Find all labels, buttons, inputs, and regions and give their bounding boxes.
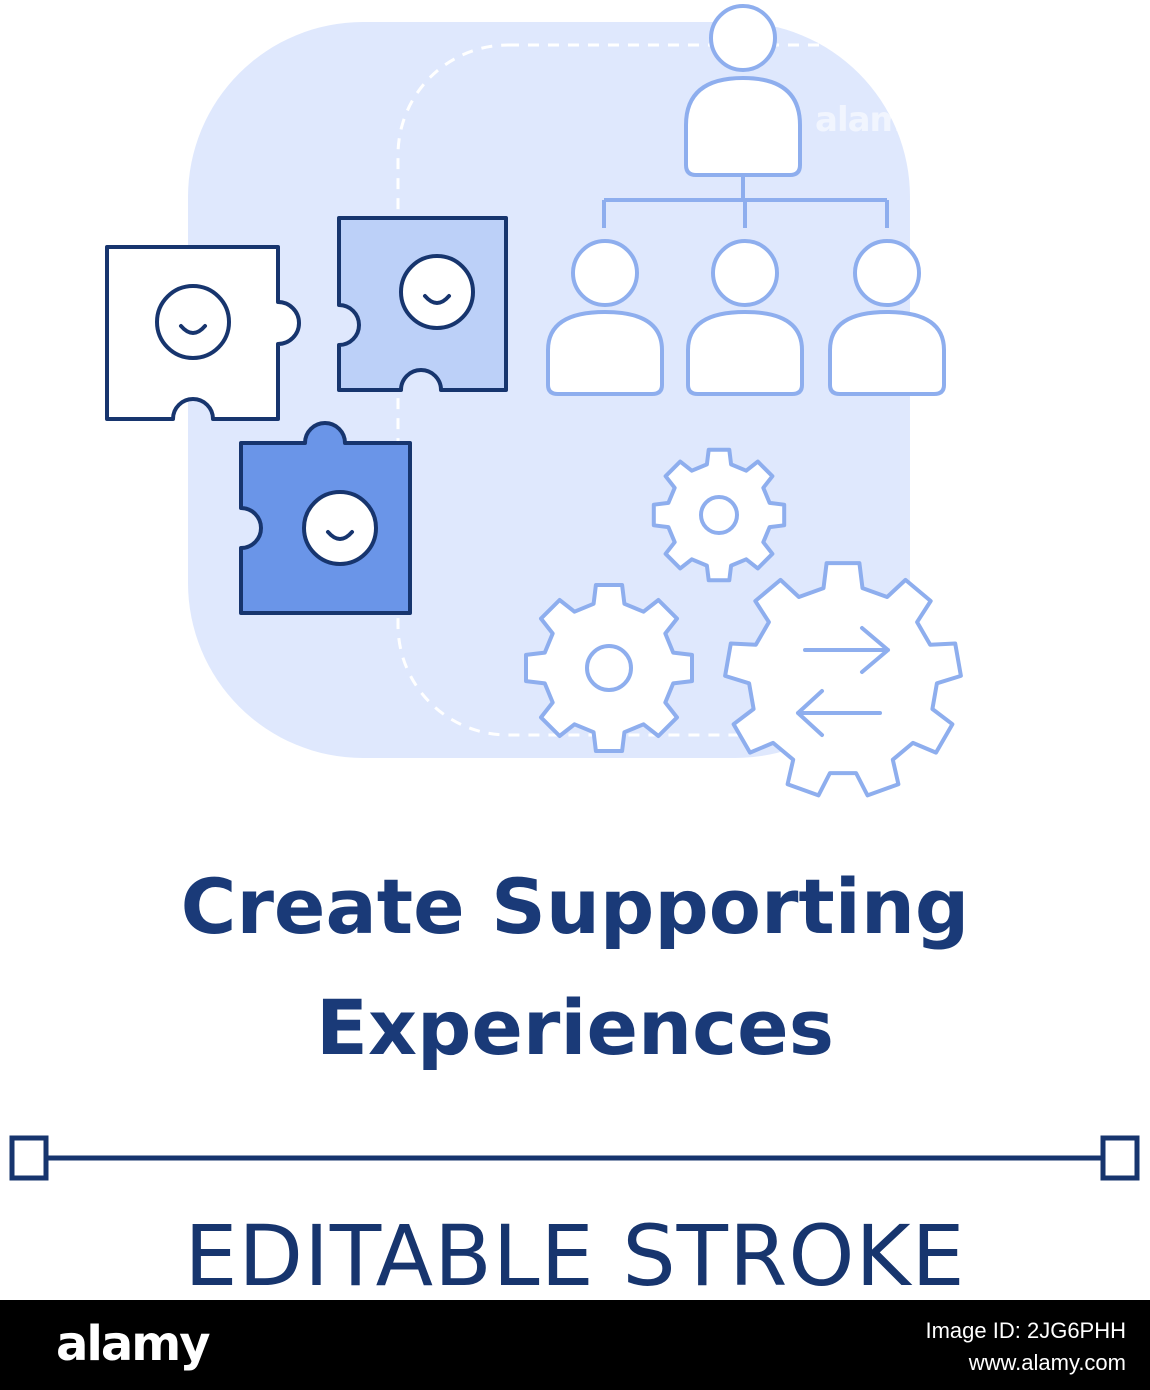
image-id: Image ID: 2JG6PHH <box>925 1318 1126 1343</box>
gears-group <box>524 447 963 798</box>
person-icon <box>684 4 802 177</box>
person-icon <box>828 239 946 396</box>
title-line-2: Experiences <box>316 983 834 1072</box>
person-icon <box>546 239 664 396</box>
puzzle-piece-blue-icon <box>239 421 412 615</box>
puzzle-piece-white-icon <box>105 245 301 421</box>
alamy-logo: alamy <box>56 1316 211 1372</box>
footer-url: www.alamy.com <box>968 1350 1126 1375</box>
gear-outline <box>723 561 963 798</box>
gear-outline <box>651 447 787 583</box>
gear-icon <box>651 447 787 583</box>
smiley-face-icon <box>155 284 231 360</box>
exchange-arrows-icon <box>796 626 890 737</box>
concept-illustration <box>105 4 978 798</box>
org-chart-icon <box>546 4 946 396</box>
gear-icon <box>524 583 694 753</box>
footer-bar: alamy Image ID: 2JG6PHH www.alamy.com <box>0 1300 1150 1390</box>
gear-icon <box>723 561 963 798</box>
stroke-handle-left <box>9 1135 49 1181</box>
watermark: alamy <box>815 100 926 140</box>
title-line-1: Create Supporting <box>180 862 970 951</box>
editable-stroke-caption: EDITABLE STROKE <box>184 1207 966 1305</box>
gear-outline <box>524 583 694 753</box>
editable-stroke-line <box>9 1135 1140 1181</box>
gear-hole <box>699 495 739 535</box>
stroke-handle-right <box>1100 1135 1140 1181</box>
dashed-frame <box>396 43 978 737</box>
smiley-face-icon <box>302 490 378 566</box>
puzzle-piece-light-blue-icon <box>337 216 508 392</box>
gear-hole <box>585 644 633 692</box>
person-icon <box>686 239 804 396</box>
smiley-face-icon <box>399 254 475 330</box>
